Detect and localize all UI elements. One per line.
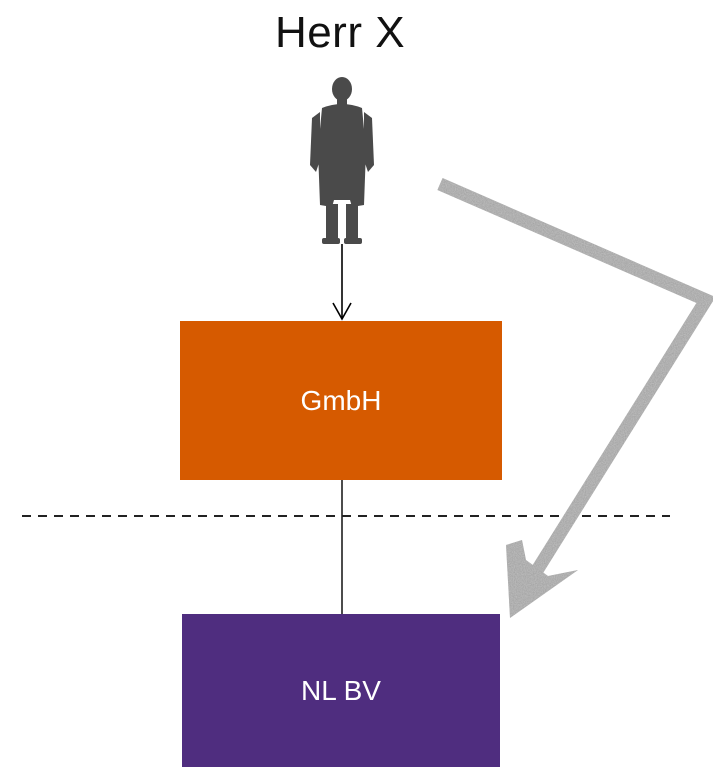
person-name-label: Herr X [274, 8, 406, 57]
gmbh-box: GmbH [180, 321, 502, 480]
gmbh-label: GmbH [300, 384, 382, 416]
nl-bv-label: NL BV [301, 674, 381, 706]
nl-bv-box: NL BV [182, 614, 500, 767]
ownership-arrowhead [332, 302, 352, 321]
big-arrow-icon [437, 178, 713, 618]
person-silhouette-icon [310, 77, 374, 244]
